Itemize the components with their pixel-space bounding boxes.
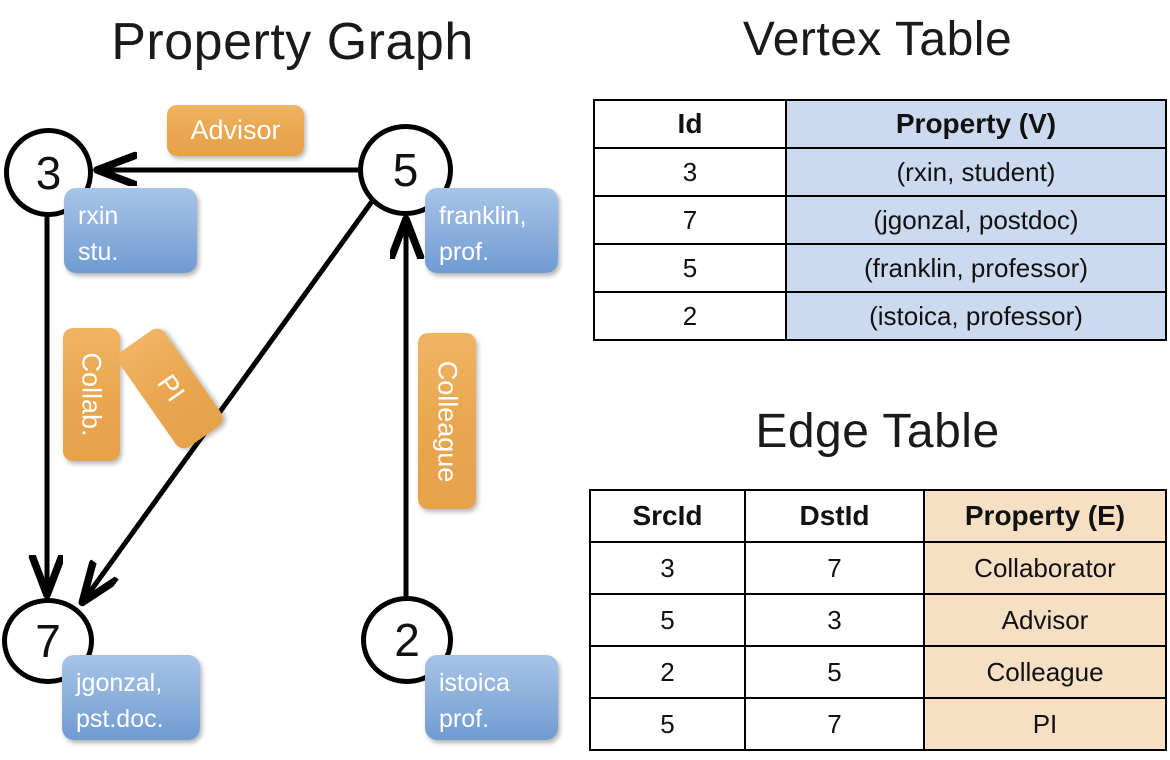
edge-table-header-property: Property (E) (923, 489, 1167, 543)
table-row: 2 (istoica, professor) (593, 291, 1167, 341)
page-title-vertex-table: Vertex Table (742, 13, 1013, 66)
edge-table-cell-property: Colleague (923, 645, 1167, 699)
vertex-property-box-istoica: istoica prof. (425, 655, 558, 740)
table-row: 5 (franklin, professor) (593, 243, 1167, 293)
page-title-edge-table: Edge Table (755, 405, 1000, 458)
graph-node-2[interactable]: 2 (361, 596, 453, 684)
vertex-property-line: jgonzal, (76, 669, 163, 697)
vertex-property-line: rxin (78, 202, 119, 230)
vertex-property-line: stu. (78, 238, 119, 267)
vertex-property-line: prof. (439, 705, 490, 734)
edge-label-collab-text: Collab. (77, 352, 108, 437)
vertex-property-box-jgonzal: jgonzal, pst.doc. (62, 655, 200, 740)
table-header-row: SrcId DstId Property (E) (589, 489, 1167, 543)
edge-label-colleague: Colleague (418, 333, 476, 509)
table-row: 3 7 Collaborator (589, 541, 1167, 595)
table-header-row: Id Property (V) (593, 99, 1167, 149)
vertex-table-cell-property: (franklin, professor) (785, 243, 1167, 293)
vertex-table-header-id: Id (593, 99, 787, 149)
edge-table-cell-srcid: 5 (589, 593, 746, 647)
vertex-property-box-rxin: rxin stu. (64, 188, 197, 273)
vertex-table-cell-property: (istoica, professor) (785, 291, 1167, 341)
edge-table-cell-srcid: 3 (589, 541, 746, 595)
table-row: 7 (jgonzal, postdoc) (593, 195, 1167, 245)
edge-table-cell-dstid: 7 (744, 541, 925, 595)
vertex-table-cell-id: 2 (593, 291, 787, 341)
table-row: 5 3 Advisor (589, 593, 1167, 647)
page-title-property-graph: Property Graph (111, 13, 474, 71)
vertex-table-cell-id: 7 (593, 195, 787, 245)
vertex-table-header-property: Property (V) (785, 99, 1167, 149)
edge-label-collab: Collab. (63, 328, 120, 461)
edge-table: SrcId DstId Property (E) 3 7 Collaborato… (589, 489, 1167, 751)
vertex-property-line: prof. (439, 238, 490, 267)
vertex-property-line: franklin, (439, 202, 527, 230)
vertex-table: Id Property (V) 3 (rxin, student) 7 (jgo… (593, 99, 1167, 341)
vertex-property-line: pst.doc. (76, 705, 164, 734)
vertex-table-cell-property: (jgonzal, postdoc) (785, 195, 1167, 245)
table-row: 5 7 PI (589, 697, 1167, 751)
vertex-table-cell-id: 5 (593, 243, 787, 293)
edge-table-cell-property: PI (923, 697, 1167, 751)
graph-edge-arrows (0, 0, 585, 760)
vertex-table-cell-id: 3 (593, 147, 787, 197)
table-row: 2 5 Colleague (589, 645, 1167, 699)
edge-table-cell-dstid: 3 (744, 593, 925, 647)
edge-table-header-dstid: DstId (744, 489, 925, 543)
graph-node-5[interactable]: 5 (358, 124, 453, 216)
property-graph-diagram: 3 5 7 2 rxin stu. franklin, prof. jgonza… (0, 0, 585, 760)
edge-table-cell-srcid: 2 (589, 645, 746, 699)
vertex-table-cell-property: (rxin, student) (785, 147, 1167, 197)
edge-table-cell-property: Advisor (923, 593, 1167, 647)
edge-label-pi-text: PI (151, 369, 191, 408)
edge-table-header-srcid: SrcId (589, 489, 746, 543)
edge-arrow-5-to-7 (84, 198, 376, 600)
edge-table-cell-dstid: 7 (744, 697, 925, 751)
table-row: 3 (rxin, student) (593, 147, 1167, 197)
edge-label-advisor: Advisor (167, 105, 304, 156)
vertex-property-line: istoica (439, 669, 510, 697)
vertex-property-box-franklin: franklin, prof. (425, 188, 558, 273)
edge-table-cell-property: Collaborator (923, 541, 1167, 595)
edge-table-cell-srcid: 5 (589, 697, 746, 751)
edge-label-colleague-text: Colleague (432, 360, 463, 482)
edge-table-cell-dstid: 5 (744, 645, 925, 699)
